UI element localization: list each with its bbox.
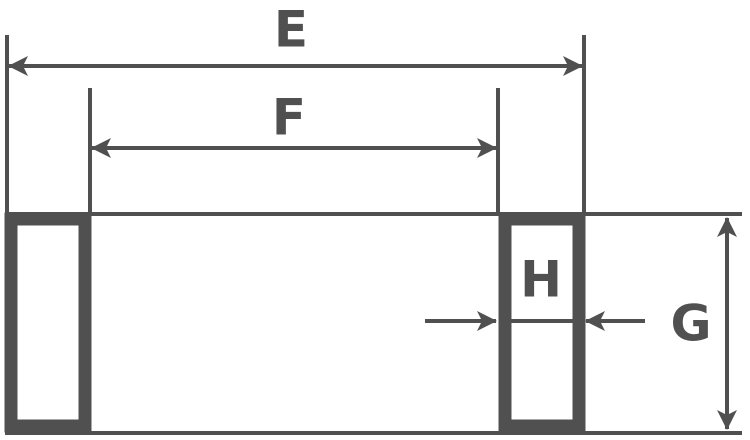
label-g-backdrop	[666, 298, 716, 354]
label-f: F	[272, 89, 306, 147]
label-e: E	[274, 1, 308, 59]
label-g: G	[670, 295, 711, 353]
right-wall-section	[498, 212, 586, 433]
label-h: H	[520, 251, 562, 309]
left-wall-section	[4, 212, 92, 433]
